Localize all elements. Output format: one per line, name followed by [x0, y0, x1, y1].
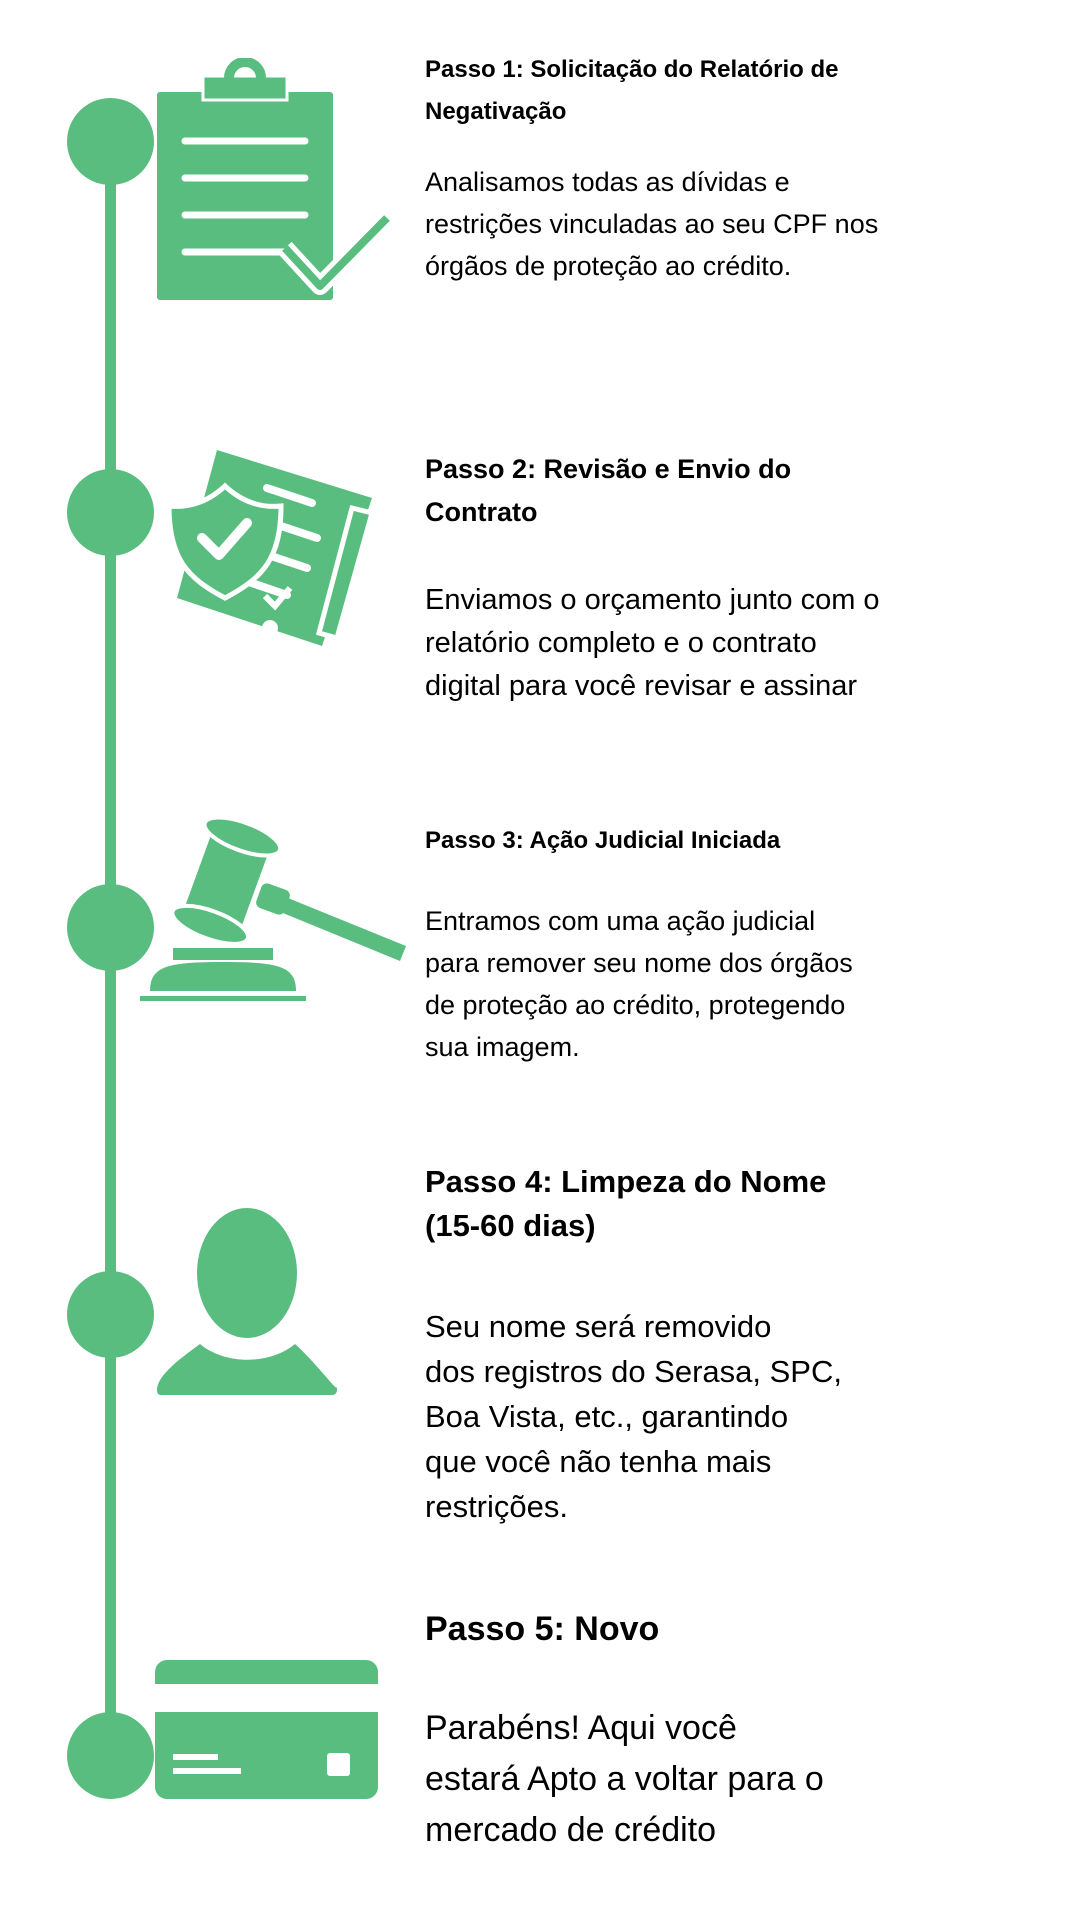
timeline-dot-2: [67, 469, 154, 556]
step-4-title: Passo 4: Limpeza do Nome(15-60 dias): [425, 1164, 827, 1243]
credit-card-icon: [155, 1660, 378, 1799]
gavel-icon: [140, 816, 406, 1001]
step-3: Passo 3: Ação Judicial Iniciada Entramos…: [425, 820, 1025, 1068]
contract-shield-icon: [166, 450, 376, 646]
timeline-dot-1: [67, 98, 154, 185]
step-4: Passo 4: Limpeza do Nome(15-60 dias) Seu…: [425, 1160, 1025, 1529]
timeline-dot-4: [67, 1271, 154, 1358]
clipboard-check-icon: [157, 58, 394, 300]
user-icon: [157, 1208, 337, 1395]
step-5-title: Passo 5: Novo: [425, 1610, 660, 1648]
timeline-dot-3: [67, 884, 154, 971]
timeline-dot-5: [67, 1712, 154, 1799]
step-3-title: Passo 3: Ação Judicial Iniciada: [425, 827, 781, 854]
